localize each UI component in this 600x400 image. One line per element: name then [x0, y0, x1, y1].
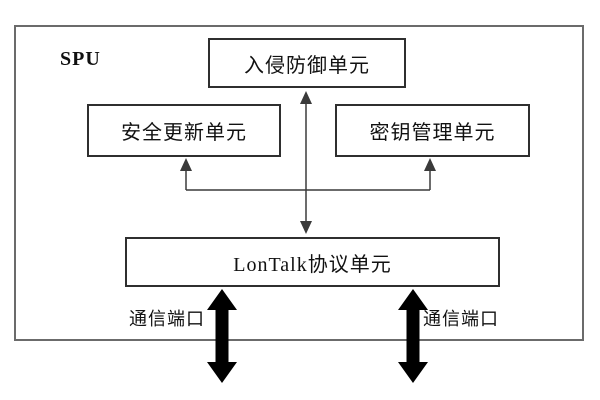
intrusion-prevention-unit-box: 入侵防御单元 — [208, 38, 406, 88]
spu-container-label: SPU — [60, 48, 101, 70]
lontalk-protocol-unit-label: LonTalk协议单元 — [233, 253, 392, 276]
security-update-unit-label: 安全更新单元 — [121, 122, 247, 144]
lontalk-protocol-unit-box: LonTalk协议单元 — [125, 237, 500, 287]
security-update-unit-box: 安全更新单元 — [87, 104, 281, 157]
communication-port-label-right: 通信端口 — [423, 309, 499, 329]
key-management-unit-label: 密钥管理单元 — [369, 122, 496, 144]
key-management-unit-box: 密钥管理单元 — [335, 104, 530, 157]
intrusion-prevention-unit-label: 入侵防御单元 — [244, 54, 370, 77]
spu-container-box — [14, 25, 584, 341]
communication-port-label-left: 通信端口 — [129, 309, 205, 329]
